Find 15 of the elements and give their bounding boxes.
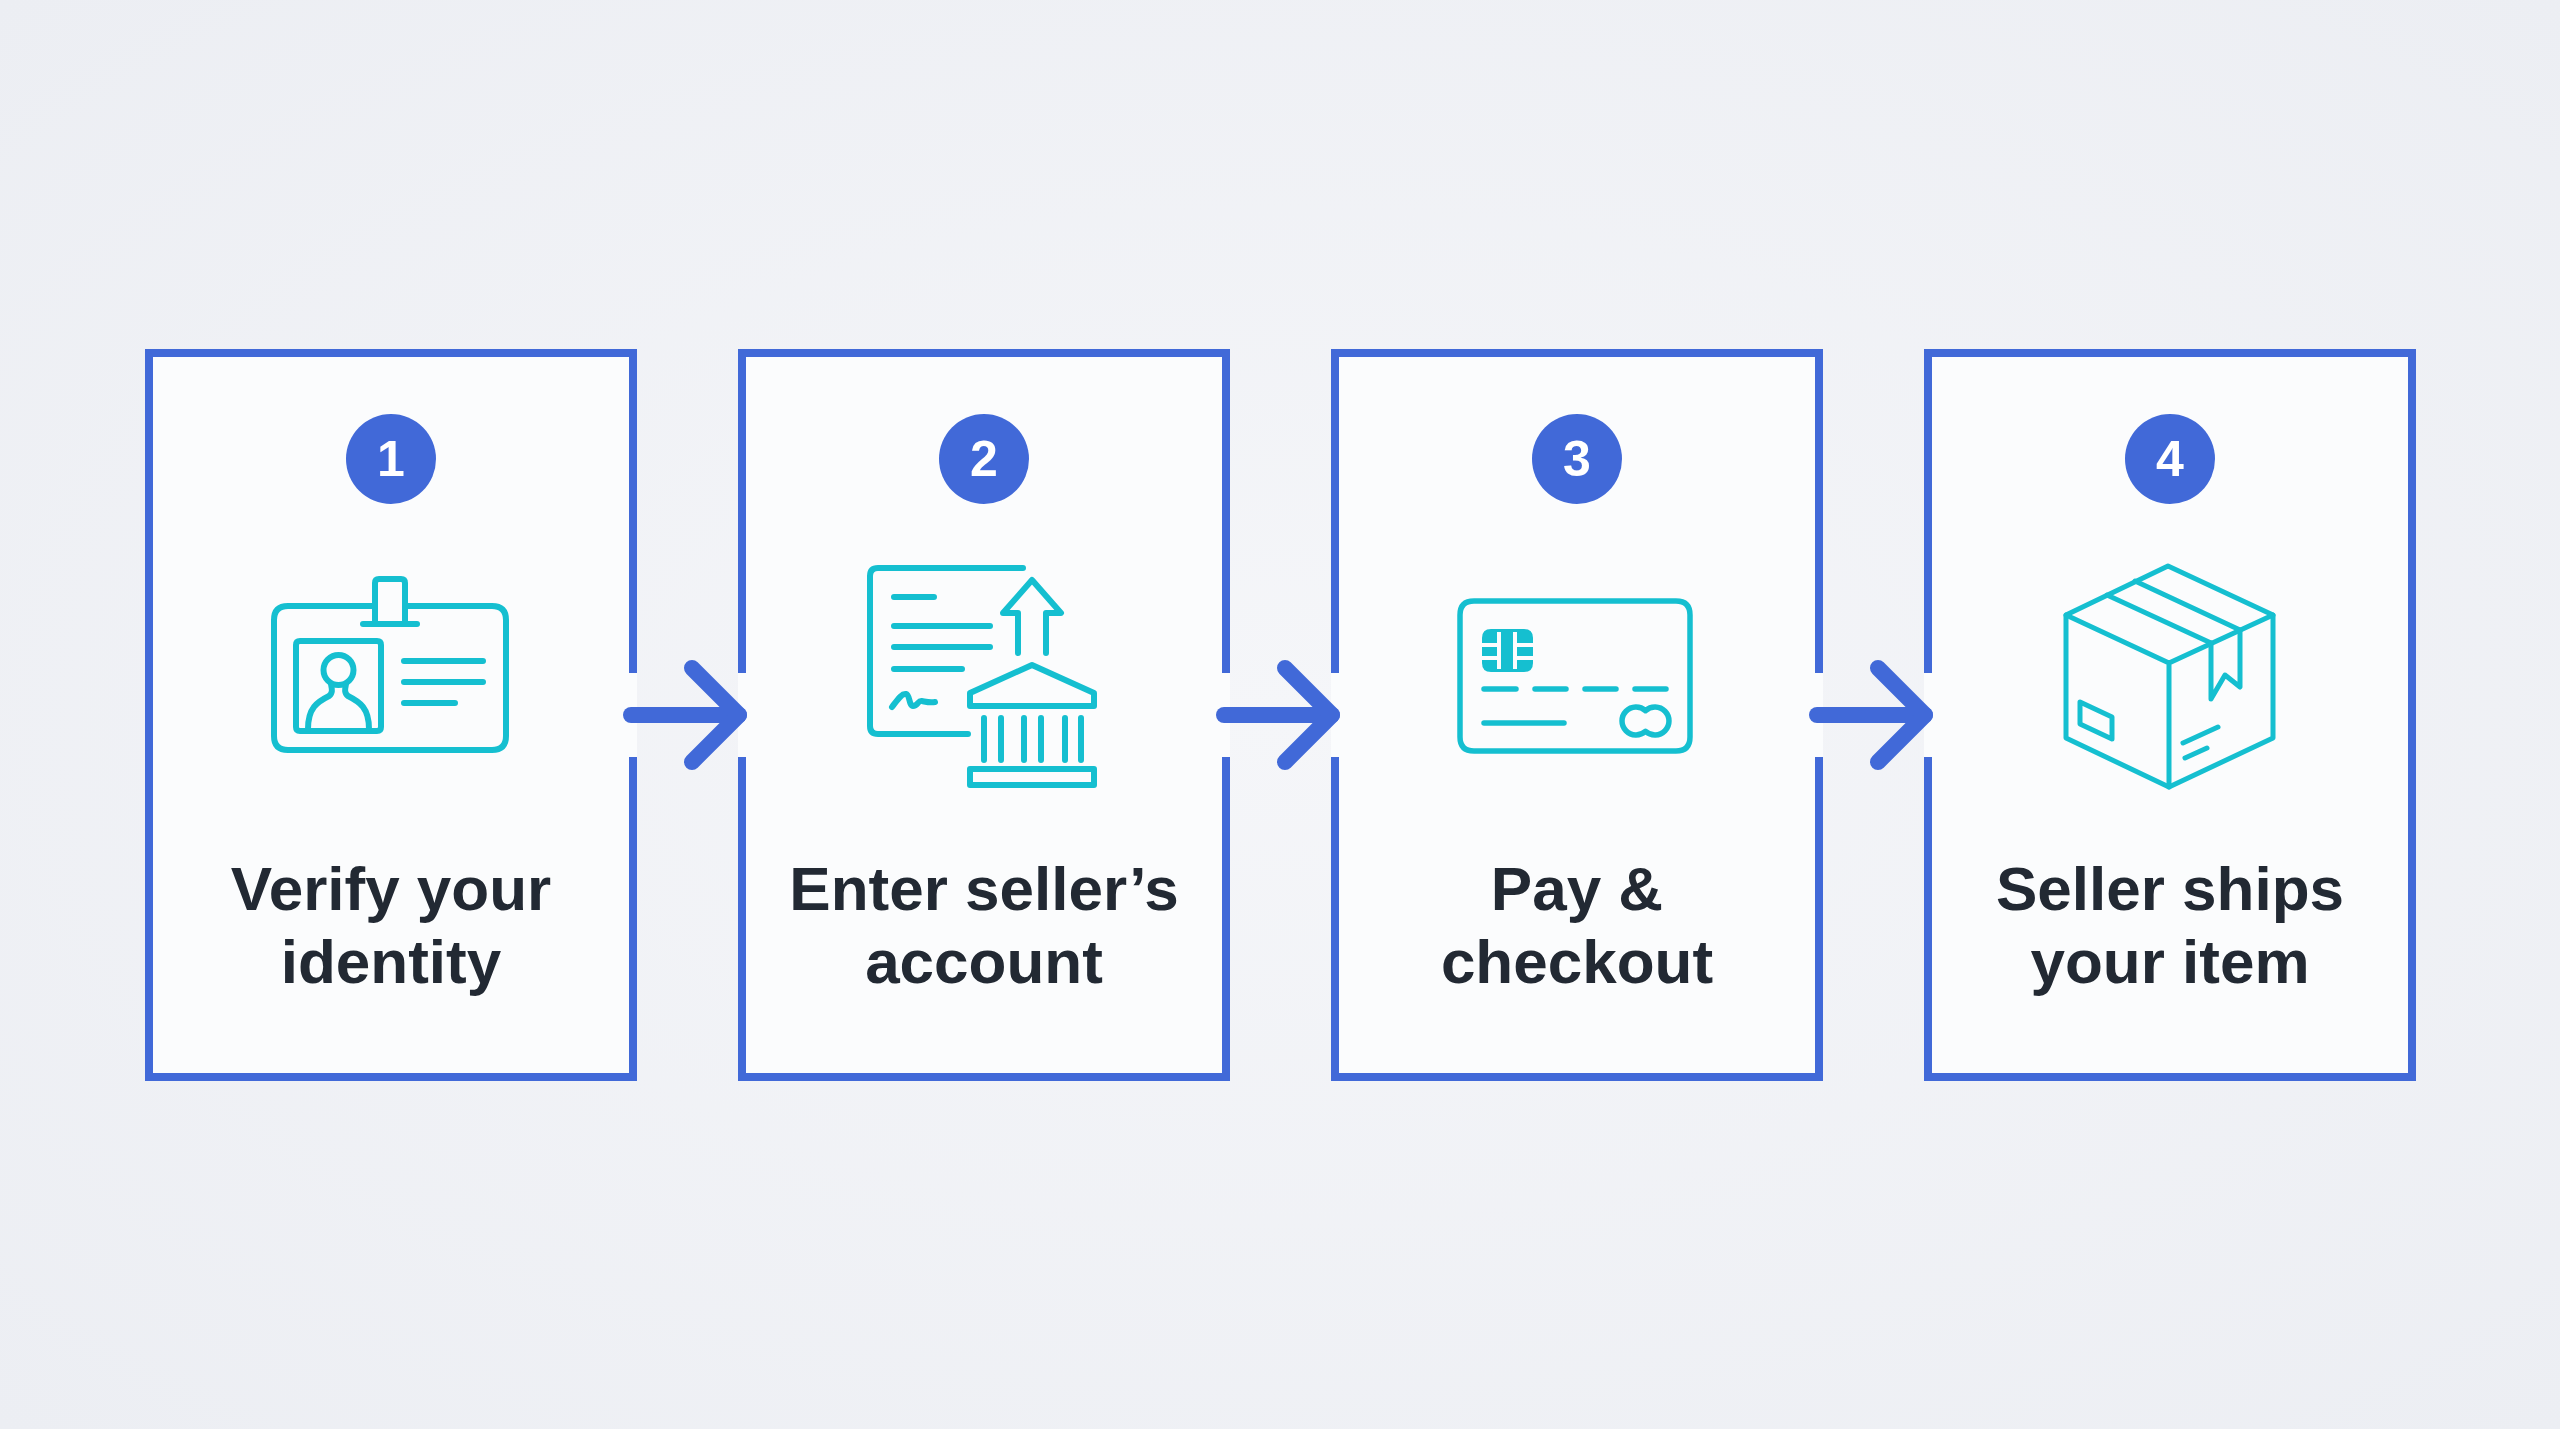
step-title: Verify your identity bbox=[229, 853, 553, 998]
step-number-badge: 1 bbox=[346, 414, 436, 504]
step-title: Enter seller’s account bbox=[788, 853, 1180, 998]
step-card bbox=[145, 349, 637, 1081]
step-number-badge: 3 bbox=[1532, 414, 1622, 504]
step-title: Pay & checkout bbox=[1439, 853, 1715, 998]
step-card bbox=[738, 349, 1230, 1081]
step-card bbox=[1331, 349, 1823, 1081]
step-title: Seller ships your item bbox=[1994, 853, 2346, 998]
step-number-badge: 2 bbox=[939, 414, 1029, 504]
arrow bbox=[1809, 660, 1933, 770]
step-number-badge: 4 bbox=[2125, 414, 2215, 504]
step-card bbox=[1924, 349, 2416, 1081]
arrow bbox=[623, 660, 747, 770]
arrow bbox=[1216, 660, 1340, 770]
